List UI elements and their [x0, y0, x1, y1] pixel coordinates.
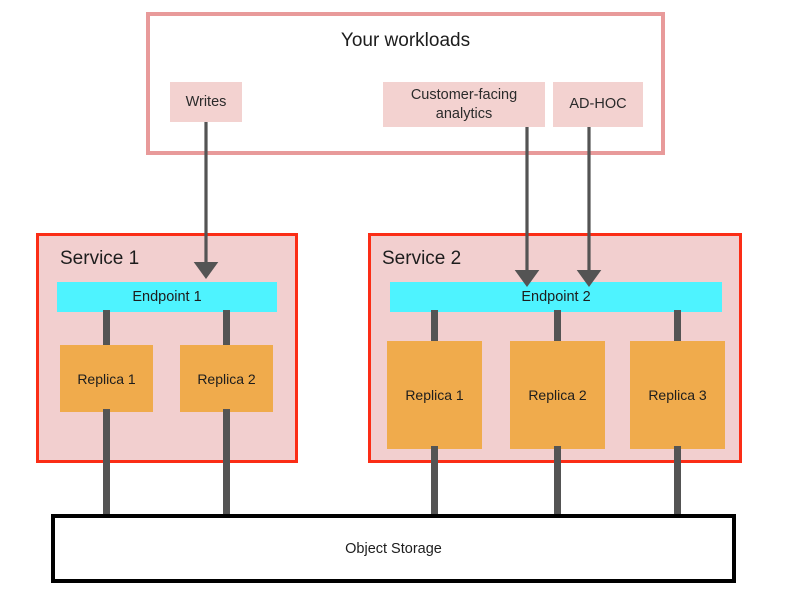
- service-2-replica-3[interactable]: Replica 3: [630, 341, 725, 449]
- object-storage-box: Object Storage: [51, 514, 736, 583]
- connector-endpoint1-replica2: [223, 310, 230, 348]
- connector-s1-replica2-storage: [223, 409, 230, 518]
- connector-s1-replica1-storage: [103, 409, 110, 518]
- service-1-replica-2[interactable]: Replica 2: [180, 345, 273, 412]
- workloads-title: Your workloads: [340, 30, 471, 51]
- connector-s2-replica2-storage: [554, 446, 561, 518]
- service-2-title: Service 2: [382, 248, 462, 269]
- service-1-replica-1[interactable]: Replica 1: [60, 345, 153, 412]
- service-2-replica-1[interactable]: Replica 1: [387, 341, 482, 449]
- connector-endpoint2-replica2: [554, 310, 561, 344]
- connector-endpoint2-replica1: [431, 310, 438, 344]
- workload-chip-ad-hoc[interactable]: AD-HOC: [553, 82, 643, 127]
- connector-endpoint1-replica1: [103, 310, 110, 348]
- workload-chip-writes[interactable]: Writes: [170, 82, 242, 122]
- connector-endpoint2-replica3: [674, 310, 681, 344]
- service-1-title: Service 1: [60, 248, 140, 269]
- connector-s2-replica3-storage: [674, 446, 681, 518]
- service-2-endpoint[interactable]: Endpoint 2: [390, 282, 722, 312]
- service-2-replica-2[interactable]: Replica 2: [510, 341, 605, 449]
- connector-s2-replica1-storage: [431, 446, 438, 518]
- service-1-endpoint[interactable]: Endpoint 1: [57, 282, 277, 312]
- workload-chip-customer-facing-analytics[interactable]: Customer-facing analytics: [383, 82, 545, 127]
